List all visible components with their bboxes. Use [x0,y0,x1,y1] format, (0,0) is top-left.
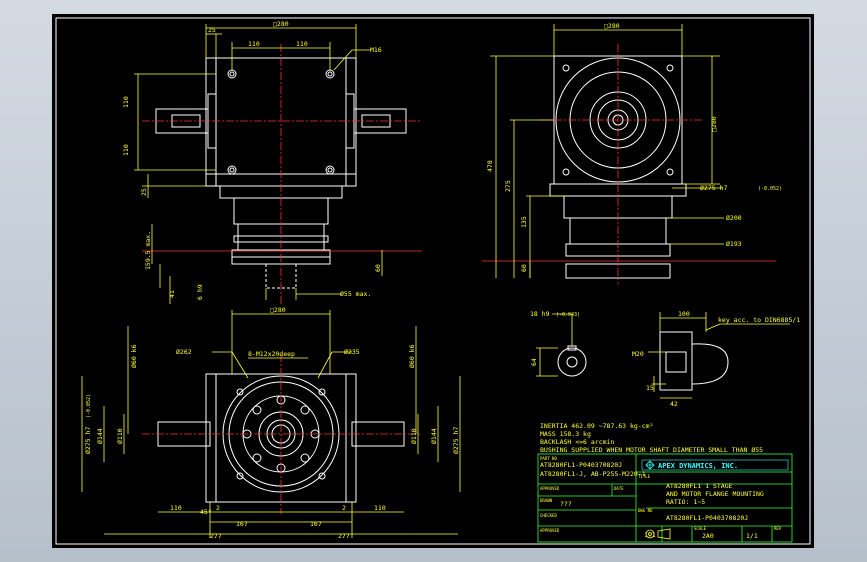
note-inertia: INERTIA 462.09 ~787.63 kg-cm² [540,422,654,430]
keyway-key-label: key acc. to DIN6885/1 [718,316,800,324]
tb-title-2: AND MOTOR FLANGE MOUNTING [666,490,764,498]
bottom-dim-l2: 2 [216,504,220,512]
bottom-thread: 8-M12x20deep [248,350,295,358]
bottom-right-dia: Ø275 h7 [452,427,460,454]
dim-bolt-right: 110 [296,40,308,48]
dim-height-top: 110 [122,96,130,108]
side-dim-bottom-dia: Ø193 [726,240,742,248]
keyway-shaft-tol-val: (-0.043) [556,312,580,318]
bottom-inner-right-b: Ø144 [430,428,438,444]
keyway-len: 100 [678,310,690,318]
drawing-svg: □280 25 110 110 M16 110 110 25 159.5 max… [55,17,811,545]
label-thread: M16 [370,46,382,54]
tb-part-1: AT8280FL1-P040370820J [540,461,622,469]
dim-height-bottom: 110 [122,144,130,156]
dim-bolt-left: 110 [248,40,260,48]
side-dim-square-top: □280 [604,22,620,30]
note-mass: MASS 158.3 kg [540,430,591,438]
drawing-border [55,17,811,545]
dim-shaft-len: 159.5 max. [144,231,152,270]
tb-approved2-label: APPROVED [540,528,560,533]
bottom-bolt-circle-left: Ø262 [176,348,192,356]
dim-spigot: 6 h9 [196,284,204,300]
side-dim-base: 60 [520,264,528,272]
side-dim-pilot-tol: (-0.052) [758,186,782,192]
tb-size-value: 2A0 [702,532,714,540]
keyway-dim-text: 18 h9 (-0.043) 64 100 key acc. to DIN688… [530,310,800,408]
bottom-dims [81,310,461,538]
tb-sheet-value: 1/1 [746,532,758,540]
tb-approved-label: APPROVED [540,486,560,491]
side-dims [490,24,724,278]
bottom-dim-r2: 2 [342,504,346,512]
bottom-centerlines [142,354,422,514]
side-dim-square-right: □280 [710,116,718,132]
bottom-inner-right-a: Ø110 [410,428,418,444]
bottom-dim-167-right: 167 [310,520,322,528]
side-dim-text: □280 □280 478 275 135 60 Ø275 h7 (-0.052… [486,22,782,272]
bottom-dim-277-left: 277 [210,532,222,540]
bottom-right-vert: Ø60 k6 [408,344,416,368]
notes: INERTIA 462.09 ~787.63 kg-cm² MASS 158.3… [540,422,763,454]
note-bushing: BUSHING SUPPLIED WHEN MOTOR SHAFT DIAMET… [540,446,763,454]
keyway-shaft-tol: 18 h9 [530,310,550,318]
bottom-dim-167-left: 167 [236,520,248,528]
cad-canvas[interactable]: □280 25 110 110 M16 110 110 25 159.5 max… [52,14,814,548]
company-name: APEX DYNAMICS, INC. [658,462,738,470]
tb-title-3: RATIO: 1~5 [666,498,705,506]
tb-dwg-label: DWG NO [638,508,653,513]
tb-checked-label: CHECKED [540,513,557,518]
title-block-text: PART NO AT8280FL1-P040370820J AT8280FL1-… [540,456,782,540]
dim-motor-dia: Ø55 max. [340,290,371,298]
dim-right-vert: 60 [374,264,382,272]
side-dim-total-height: 478 [486,160,494,172]
top-view-centerlines [142,44,422,306]
dim-pilot: 41 [168,290,176,298]
bottom-left-dia: Ø275 h7 [84,427,92,454]
bottom-dim-text: □280 Ø262 8-M12x20deep Ø235 Ø60 k6 Ø60 k… [84,306,460,540]
tb-title-label: TITLE [638,474,651,479]
bottom-inner-mid: Ø110 [116,428,124,444]
company-logo: APEX DYNAMICS, INC. [641,459,789,471]
bottom-left-vert: Ø60 k6 [130,344,138,368]
title-block [537,453,793,543]
dim-width-top: □280 [273,20,289,28]
top-view-dim-text: □280 25 110 110 M16 110 110 25 159.5 max… [122,20,382,300]
bottom-left-dia-tol: (-0.052) [86,394,92,418]
tb-drawn-label: DRAWN [540,498,553,503]
dim-offset: 25 [208,26,216,34]
dim-flange-thk: 25 [140,188,148,196]
bottom-dim-l110: 110 [170,504,182,512]
side-dim-flange-dia: Ø200 [726,214,742,222]
side-centerlines [540,44,702,284]
projection-symbol-icon [645,528,671,540]
tb-date-label: DATE [614,486,624,491]
side-dim-sub-height: 135 [520,216,528,228]
bottom-bolt-circle-right: Ø235 [344,348,360,356]
tb-scale-value: 1:1 [644,531,656,539]
keyway-depth: 15 [646,384,654,392]
tb-dwg-no: AT8280FL1-P040370820J [666,514,748,522]
note-backlash: BACKLASH <=6 arcmin [540,438,614,446]
keyway-thread: M20 [632,350,644,358]
keyway-detail [557,331,729,391]
tb-drawn-value: ??? [560,500,572,508]
tb-sheet-label: SCALE [694,526,707,531]
bottom-dim-width: □280 [270,306,286,314]
side-dim-center-height: 275 [504,180,512,192]
keyway-height: 64 [530,358,538,366]
bottom-dim-277-right: 277 [338,532,350,540]
tb-part-2: AT8280FL1-J, AB-P255-M220-1 [540,470,646,478]
bottom-dim-r110: 110 [374,504,386,512]
top-view-dims [134,24,383,304]
keyway-dims [536,312,790,399]
tb-title-1: AT8280FL1 1 STAGE [666,482,733,490]
bottom-angle: 45° [200,508,212,516]
bottom-inner-left: Ø144 [96,428,104,444]
side-dim-pilot-dia: Ø275 h7 [700,184,727,192]
tb-part-label: PART NO [540,456,557,461]
logo-icon [645,460,655,470]
tb-rev-label: REV [774,526,782,531]
keyway-shaft-len: 42 [670,400,678,408]
